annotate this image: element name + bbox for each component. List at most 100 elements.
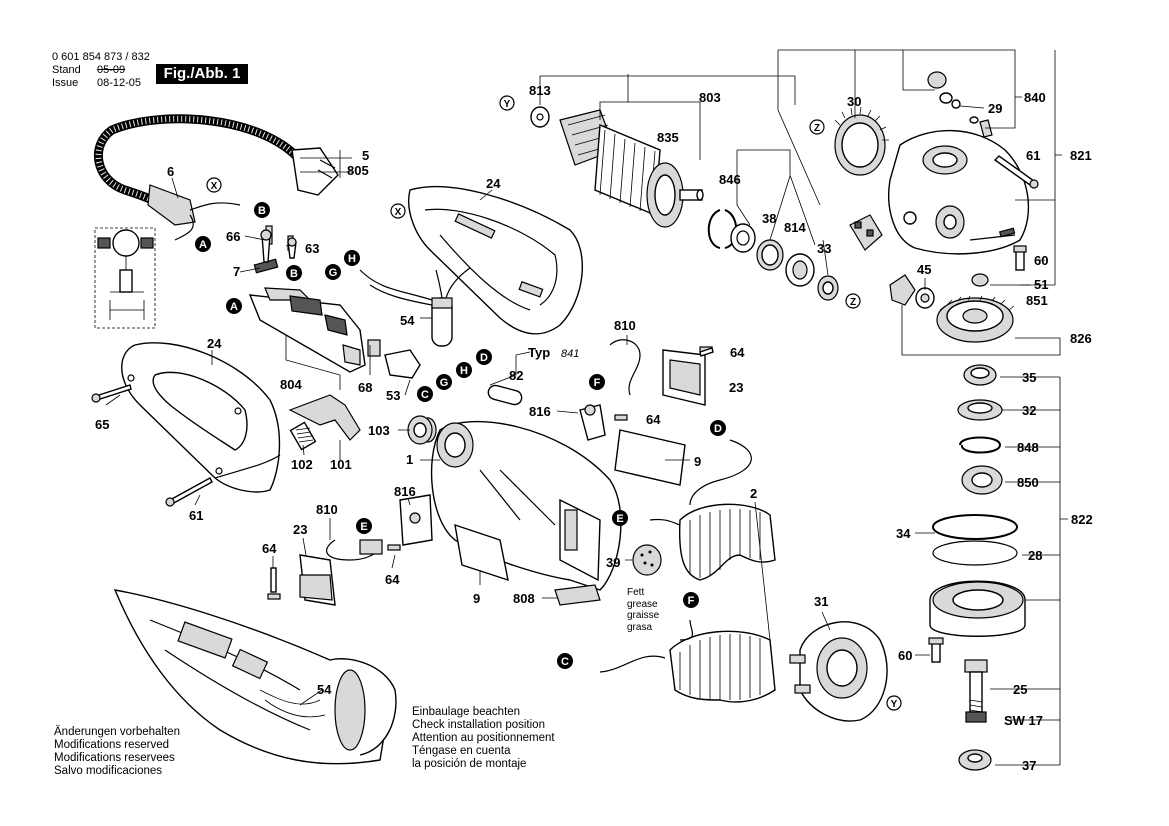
installation-note-line: Téngase en cuenta [412,745,511,757]
leader-lines [105,49,1068,766]
part-label: 9 [694,454,701,469]
typ-label: Typ [528,345,550,360]
gear-housing [888,71,1030,255]
part-label: 51 [1034,277,1048,292]
stand-old-date: 05-09 [97,64,126,76]
part-label: 31 [814,594,828,609]
interference-suppressor [359,267,471,347]
svg-text:D: D [714,423,722,435]
marker-x: X [390,203,406,219]
part-label: 37 [1022,758,1036,773]
part-label: 60 [1034,253,1048,268]
part-label: 2 [750,486,757,501]
part-label: 805 [347,163,369,178]
marker-f: F [683,592,699,608]
svg-text:X: X [395,207,402,218]
part-label: 850 [1017,475,1039,490]
marker-z: Z [809,119,825,135]
part-label: 810 [316,502,338,517]
part-label: 54 [400,313,415,328]
end-cap [789,621,888,722]
housing-half-lower [121,342,281,493]
marker-a: A [195,236,211,252]
part-label: 82 [509,368,523,383]
marker-h: H [456,362,472,378]
switch-assembly [248,225,421,379]
marker-e: E [356,518,372,534]
electronic-module-upper [579,339,713,441]
svg-text:Y: Y [504,99,511,110]
document-number: 0 601 854 873 / 832 [52,51,150,63]
installation-note: Einbaulage beachten Check installation p… [412,706,555,771]
part-label: 9 [473,591,480,606]
part-label: 68 [358,380,372,395]
modifications-note: Änderungen vorbehalten Modifications res… [54,726,180,778]
marker-x: X [206,177,222,193]
marker-f: F [589,374,605,390]
part-label: 54 [317,682,332,697]
svg-text:B: B [290,268,298,280]
part-label: 63 [305,241,319,256]
part-label: 35 [1022,370,1036,385]
orientation-markers: X X Y Z Z Y [206,95,902,711]
part-label: 101 [330,457,352,472]
installation-note-line: Attention au positionnement [412,732,555,744]
svg-text:C: C [561,656,569,668]
part-labels: 5 805 6 66 63 7 24 54 24 804 68 53 82 65… [95,83,1093,773]
part-label: 816 [529,404,551,419]
typ-value: 841 [561,348,579,360]
marker-d: D [476,349,492,365]
spindle-stack [928,364,1026,771]
part-label: 53 [386,388,400,403]
part-label: 846 [719,172,741,187]
installation-note-line: Einbaulage beachten [412,706,521,718]
grease-note: Fett grease graisse grasa [627,587,659,633]
insulating-strip [454,429,686,606]
marker-z: Z [845,293,861,309]
marker-e: E [612,510,628,526]
wrench-size-label: SW 17 [1004,713,1043,728]
power-cable [93,114,339,241]
svg-text:D: D [480,352,488,364]
marker-c: C [417,386,433,402]
part-label: 821 [1070,148,1092,163]
figure-label: Fig./Abb. 1 [156,64,248,84]
part-label: 6 [167,164,174,179]
part-label: 60 [898,648,912,663]
part-label: 64 [730,345,745,360]
stand-label: Stand [52,64,81,76]
installation-note-line: la posición de montaje [412,758,527,770]
part-label: 816 [394,484,416,499]
fasteners [91,229,714,507]
part-label: 45 [917,262,931,277]
part-label: 24 [207,336,222,351]
grease-bearing [632,544,662,576]
part-label: 64 [385,572,400,587]
part-label: 826 [1070,331,1092,346]
marker-g: G [436,374,452,390]
connection-markers: B A B H G A D H G C F D E E F C [195,202,726,669]
part-label: 66 [226,229,240,244]
marker-d: D [710,420,726,436]
svg-text:A: A [199,239,207,251]
modifications-note-line: Salvo modificaciones [54,765,163,777]
part-label: 808 [513,591,535,606]
part-label: 848 [1017,440,1039,455]
modifications-note-line: Modifications reserved [54,739,170,751]
grease-note-line: Fett [627,587,645,598]
marker-a: A [226,298,242,314]
part-label: 7 [233,264,240,279]
marker-b: B [286,265,302,281]
marker-h: H [344,250,360,266]
svg-text:E: E [360,521,367,533]
part-label: 25 [1013,682,1027,697]
part-label: 822 [1071,512,1093,527]
marker-g: G [325,264,341,280]
trigger-lever [288,394,361,451]
part-label: 28 [1028,548,1042,563]
housing-screws [993,155,1039,271]
svg-text:G: G [329,267,338,279]
svg-text:B: B [258,205,266,217]
brush-holder-plate [849,214,883,251]
bevel-pinion [834,106,889,176]
